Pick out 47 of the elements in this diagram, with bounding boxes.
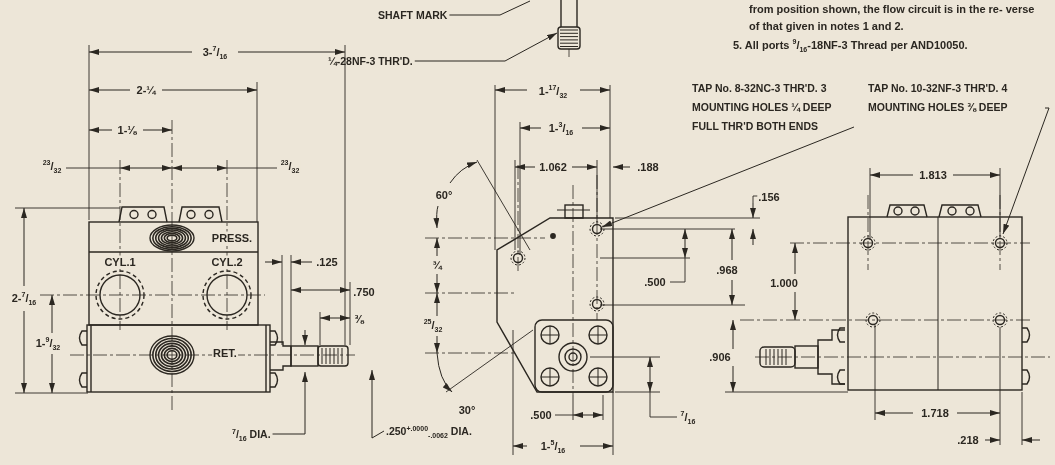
- callout-text: TAP No. 10-32NF-3 THR'D. 4 MOUNTING HOLES ⅜ DEEP: [868, 79, 1043, 117]
- dimension-label: $^{23}$/$_{32}$: [279, 159, 301, 173]
- note-text: 5. All ports $^{9}$/$_{16}$-18NF-3 Thread per AND10050.: [732, 38, 969, 52]
- callout-text: TAP No. 8-32NC-3 THR'D. 3 MOUNTING HOLES ¼ DEEP FULL THR'D BOTH ENDS: [692, 79, 852, 136]
- leader-line: [1002, 107, 1050, 235]
- leader-line: [448, 0, 531, 16]
- dimension-label: 1.062: [538, 160, 568, 174]
- callout-text: .250$^{+.0000}$$_{-.0062}$ DIA.: [386, 424, 472, 438]
- leader-line: [369, 369, 385, 439]
- dimension-label: .156: [757, 190, 781, 204]
- dimension-label: .218: [956, 433, 980, 447]
- leader-line: [272, 371, 308, 435]
- dimension-label: 1-$^{3}$/$_{16}$: [547, 121, 575, 135]
- callout-text: ¼-28NF-3 THR'D.: [328, 54, 413, 68]
- dimension-label: 2-¼: [135, 83, 157, 97]
- dimension-label: 1-$^{17}$/$_{32}$: [537, 84, 569, 98]
- dimension-label: RET.: [212, 346, 238, 360]
- dimension-label: 3-$^{7}$/$_{16}$: [201, 45, 229, 59]
- dimension-label: $^{25}$/$_{32}$: [422, 318, 444, 332]
- dimension-label: $^{23}$/$_{32}$: [41, 159, 63, 173]
- dimension-label: .125: [315, 255, 339, 269]
- callout-text: $^{7}$/$_{16}$ DIA.: [232, 427, 271, 441]
- dimension-label: PRESS.: [210, 231, 254, 245]
- dimension-label: CYL.2: [210, 255, 244, 269]
- dimension-label: 1-$^{5}$/$_{16}$: [539, 439, 567, 453]
- dimension-label: 2-$^{7}$/$_{16}$: [10, 291, 38, 305]
- dimension-label: 1-⅛: [116, 123, 138, 137]
- callout-text: SHAFT MARK: [378, 8, 448, 22]
- dimension-label: $^{7}$/$_{16}$: [679, 410, 697, 424]
- dimension-label: 30°: [457, 403, 477, 417]
- dimension-label: .750: [352, 285, 376, 299]
- dimension-label: ⅜: [353, 312, 365, 326]
- leader-line: [414, 32, 558, 62]
- leader-line: [601, 126, 855, 228]
- dimension-label: 1-$^{9}$/$_{32}$: [34, 336, 62, 350]
- dimension-label: ¾: [431, 258, 443, 272]
- dimension-label: .906: [708, 350, 732, 364]
- dimension-label: CYL.1: [103, 255, 137, 269]
- dimension-label: .188: [636, 160, 660, 174]
- note-text: from position shown, the flow circuit is in the re- verse of that given in notes 1 and 2.: [748, 2, 1036, 34]
- dimension-label: 1.718: [920, 406, 950, 420]
- dimension-label: .968: [715, 263, 739, 277]
- dimension-label: 60°: [434, 188, 454, 202]
- dimension-label: 1.813: [918, 168, 948, 182]
- dimension-label: .500: [529, 408, 553, 422]
- dimension-label: .500: [643, 275, 667, 289]
- dimension-label: 1.000: [769, 276, 799, 290]
